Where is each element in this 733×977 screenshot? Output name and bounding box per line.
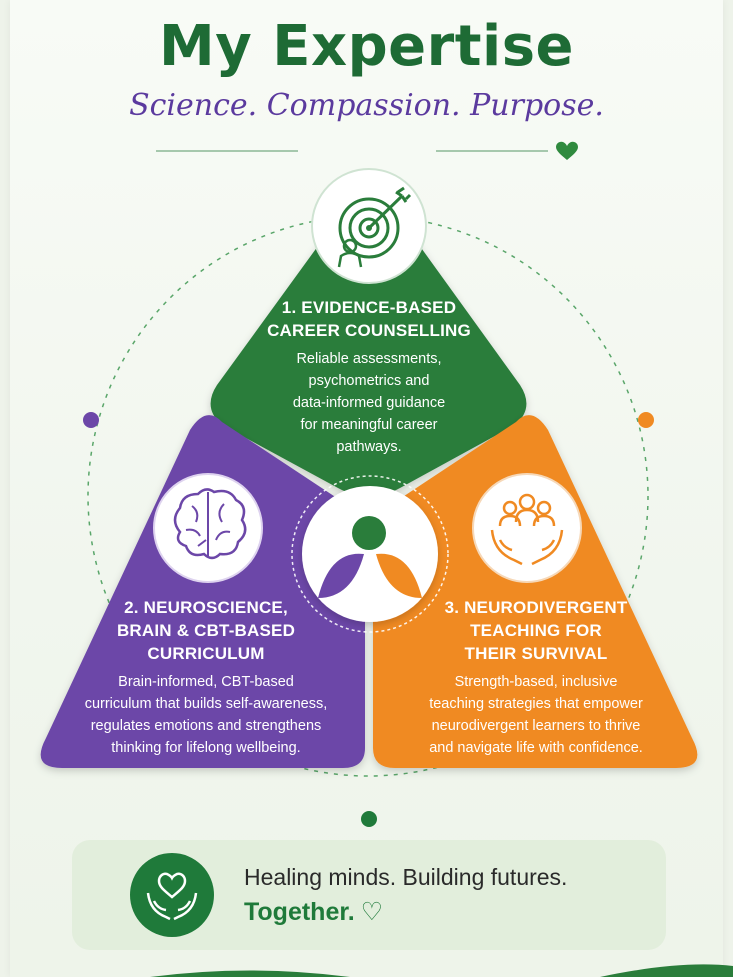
brain-icon: [153, 473, 263, 583]
section-2-text: 2. NEUROSCIENCE, BRAIN & CBT-BASED CURRI…: [56, 596, 356, 759]
hands-heart-icon: [130, 853, 214, 937]
hands-people-icon: [472, 473, 582, 583]
orbit-dot-purple: [83, 412, 99, 428]
section-3-text: 3. NEURODIVERGENT TEACHING FOR THEIR SUR…: [386, 596, 686, 759]
section-1-title: 1. EVIDENCE-BASED CAREER COUNSELLING: [267, 298, 471, 340]
section-1-description: Reliable assessments, psychometrics and …: [292, 351, 446, 455]
section-3-title: 3. NEURODIVERGENT TEACHING FOR THEIR SUR…: [444, 598, 628, 663]
section-2-description: Brain-informed, CBT-based curriculum tha…: [84, 674, 328, 756]
section-3-triangle: [373, 415, 698, 768]
banner-line-2: Together.♡: [244, 897, 383, 927]
section-2-title: 2. NEUROSCIENCE, BRAIN & CBT-BASED CURRI…: [116, 598, 296, 663]
page-subtitle: Science. Compassion. Purpose.: [129, 88, 604, 123]
banner-line-1: Healing minds. Building futures.: [244, 864, 568, 890]
orbit-dot-green: [361, 811, 377, 827]
section-2-triangle: [40, 415, 366, 768]
bottom-hills: [150, 964, 733, 977]
page-title: My Expertise: [158, 14, 575, 79]
banner-together-text: Together.: [244, 898, 355, 926]
divider-heart-icon: [556, 141, 578, 160]
section-1-text: 1. EVIDENCE-BASED CAREER COUNSELLING Rel…: [238, 296, 500, 458]
outline-heart-icon: ♡: [360, 898, 384, 926]
target-arrow-icon: [311, 168, 427, 284]
orbit-circle: [87, 215, 649, 777]
orbit-dot-orange: [638, 412, 654, 428]
leaf-logo-icon: [291, 475, 449, 633]
section-3-description: Strength-based, inclusive teaching strat…: [429, 674, 643, 756]
tagline-banner: Healing minds. Building futures. Togethe…: [72, 840, 666, 950]
section-1-triangle: [210, 183, 527, 497]
